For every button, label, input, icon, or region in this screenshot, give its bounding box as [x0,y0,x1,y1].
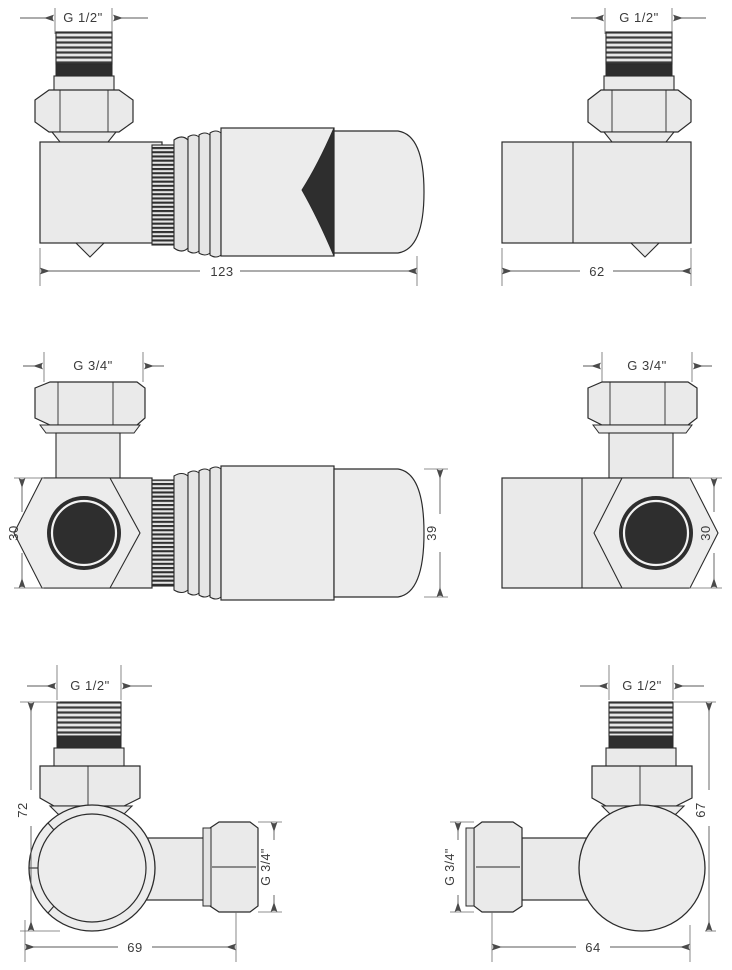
dim-label-length-62: 62 [589,264,604,279]
dim-label-height-39: 39 [424,525,439,540]
dim-label-height-72: 72 [15,802,30,817]
dim-label-height-67: 67 [693,802,708,817]
view-bottom-left: G 1/2" 72 G 3/4" [15,665,282,962]
dim-label-thread-side: G 3/4" [259,848,273,885]
drawing-layer: G 1/2" 123 [6,8,722,962]
dim-label-thread-top: G 1/2" [619,10,658,25]
view-top-right: G 1/2" 62 [501,8,706,286]
dim-label-thread-top: G 1/2" [622,678,661,693]
dim-label-length-123: 123 [210,264,233,279]
dim-label-thread-top: G 3/4" [627,358,666,373]
dim-label-height-30: 30 [6,525,21,540]
dim-label-thread-top: G 1/2" [70,678,109,693]
dim-label-width-69: 69 [127,940,142,955]
view-bottom-right: G 1/2" G 3/4" 67 64 [443,665,716,962]
view-mid-left: G 3/4" 30 39 [6,352,448,601]
view-mid-right: G 3/4" 30 [501,352,722,589]
dim-label-height-30: 30 [698,525,713,540]
dim-label-thread-top: G 1/2" [63,10,102,25]
dim-label-thread-top: G 3/4" [73,358,112,373]
view-top-left: G 1/2" 123 [20,8,425,286]
dim-label-width-64: 64 [585,940,600,955]
dim-label-thread-side: G 3/4" [443,848,457,885]
